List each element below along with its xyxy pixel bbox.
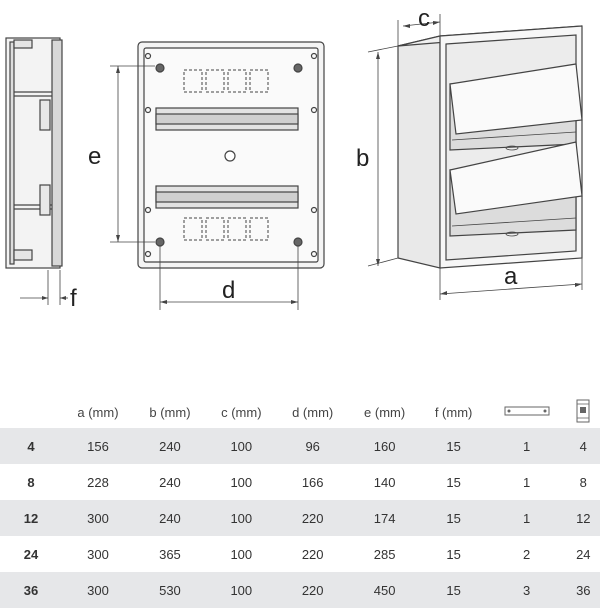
table-row: 24 300 365 100 220 285 15 2 24 — [0, 536, 600, 572]
table-cell: 24 — [576, 546, 591, 562]
table-cell: 36 — [566, 572, 600, 608]
table-cell: 240 — [133, 428, 206, 464]
table-cell: 100 — [230, 546, 253, 562]
table-cell: 100 — [205, 428, 277, 464]
table-cell: 1 — [522, 474, 531, 490]
perspective-view — [367, 14, 583, 300]
table-cell: 12 — [0, 500, 62, 536]
table-row: 4 156 240 100 96 160 15 1 4 — [0, 428, 600, 464]
table-cell: 2 — [522, 546, 531, 562]
technical-drawing: f — [5, 5, 583, 312]
table-header: b (mm) — [149, 404, 191, 420]
table-cell: 365 — [159, 546, 181, 562]
table-cell: 15 — [446, 546, 461, 562]
table-cell: 15 — [446, 474, 461, 490]
table-cell: 36 — [0, 572, 62, 608]
table-cell: 8 — [27, 474, 35, 490]
table-header-row: a (mm) b (mm) c (mm) d (mm) e (mm) f (mm… — [0, 396, 600, 428]
table-cell: 166 — [301, 474, 324, 490]
table-cell: 228 — [87, 474, 109, 490]
table-cell: 174 — [348, 500, 421, 536]
table-header — [0, 396, 62, 428]
table-cell: 100 — [205, 500, 277, 536]
table-header: a (mm) — [77, 404, 119, 420]
table-cell: 24 — [23, 546, 39, 562]
table-header: c (mm) — [221, 404, 262, 420]
table-cell: 100 — [230, 474, 253, 490]
table-cell: 300 — [87, 546, 109, 562]
table-cell: 1 — [486, 428, 567, 464]
table-cell: 100 — [205, 572, 277, 608]
din-rail-icon — [487, 396, 567, 428]
table-row: 8 228 240 100 166 140 15 1 8 — [0, 464, 600, 500]
table-cell: 140 — [373, 474, 396, 490]
table-cell: 15 — [420, 428, 487, 464]
dim-label-a: a — [504, 263, 518, 290]
table-cell: 300 — [62, 500, 134, 536]
table-header: f (mm) — [434, 404, 473, 420]
table-cell: 4 — [566, 428, 600, 464]
table-cell: 530 — [133, 572, 206, 608]
table-cell: 8 — [579, 474, 587, 490]
table-cell: 4 — [0, 428, 62, 464]
table-cell: 15 — [420, 572, 487, 608]
table-row: 12 300 240 100 220 174 15 1 12 — [0, 500, 600, 536]
table-cell: 96 — [276, 428, 349, 464]
table-cell: 220 — [276, 572, 349, 608]
specification-table: a (mm) b (mm) c (mm) d (mm) e (mm) f (mm… — [0, 396, 600, 608]
breaker-icon — [567, 396, 600, 428]
table-row: 36 300 530 100 220 450 15 3 36 — [0, 572, 600, 608]
table-cell: 156 — [62, 428, 134, 464]
table-cell: 220 — [301, 546, 324, 562]
table-cell: 15 — [420, 500, 487, 536]
table-cell: 240 — [133, 500, 206, 536]
table-header: e (mm) — [364, 404, 406, 420]
table-cell: 240 — [159, 474, 181, 490]
dim-label-d: d — [222, 277, 235, 304]
table-cell: 285 — [373, 546, 396, 562]
table-cell: 12 — [566, 500, 600, 536]
dim-label-b: b — [356, 145, 369, 172]
table-cell: 300 — [62, 572, 134, 608]
table-cell: 1 — [486, 500, 567, 536]
dim-label-f: f — [70, 285, 77, 312]
table-header: d (mm) — [292, 404, 334, 420]
table-cell: 450 — [348, 572, 421, 608]
dim-label-e: e — [88, 143, 101, 170]
side-view — [5, 37, 68, 305]
front-view — [110, 41, 325, 310]
table-cell: 160 — [348, 428, 421, 464]
dim-label-c: c — [418, 5, 430, 32]
table-cell: 3 — [486, 572, 567, 608]
table-cell: 220 — [276, 500, 349, 536]
